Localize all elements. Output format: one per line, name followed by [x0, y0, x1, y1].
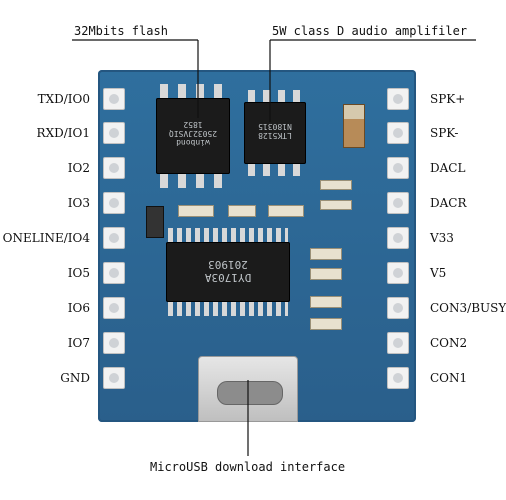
smd-resistor: [310, 296, 342, 308]
amp-pin: [248, 90, 255, 102]
flash-pin: [214, 84, 222, 98]
smd-resistor: [310, 318, 342, 330]
label-io6: IO6: [67, 301, 90, 315]
amplifier-chip: LTK5128 N180315: [244, 102, 306, 164]
flash-pin: [178, 174, 186, 188]
flash-pin: [160, 84, 168, 98]
label-io2: IO2: [67, 161, 90, 175]
amp-pin: [263, 164, 270, 176]
smd-resistor: [268, 205, 304, 217]
label-gnd: GND: [60, 371, 90, 385]
label-io3: IO3: [67, 196, 90, 210]
usb-port-opening: [217, 381, 283, 405]
pad-oneline-io4: [103, 227, 125, 249]
amp-pin: [293, 164, 300, 176]
label-spk-minus: SPK-: [430, 126, 459, 140]
pad-io7: [103, 332, 125, 354]
amp-pin: [278, 90, 285, 102]
flash-pin: [196, 84, 204, 98]
pad-v5: [387, 262, 409, 284]
label-oneline-io4: ONELINE/IO4: [2, 231, 90, 245]
flash-pin: [160, 174, 168, 188]
usb-annotation: MicroUSB download interface: [150, 460, 346, 474]
label-dacl: DACL: [430, 161, 466, 175]
pad-io6: [103, 297, 125, 319]
label-con1: CON1: [430, 371, 468, 385]
label-txd-io0: TXD/IO0: [37, 92, 90, 106]
flash-pin: [178, 84, 186, 98]
label-io5: IO5: [67, 266, 90, 280]
flash-chip: winbond 25032JVSIQ 1852: [156, 98, 230, 174]
label-v33: V33: [430, 231, 454, 245]
label-con3-busy: CON3/BUSY: [430, 301, 506, 315]
smd-resistor: [320, 180, 352, 190]
label-dacr: DACR: [430, 196, 467, 210]
amp-pin: [293, 90, 300, 102]
pad-v33: [387, 227, 409, 249]
mcu-pins-bottom: [168, 302, 288, 316]
label-rxd-io1: RXD/IO1: [36, 126, 90, 140]
smd-resistor: [320, 200, 352, 210]
pad-spk-minus: [387, 122, 409, 144]
smd-resistor: [228, 205, 256, 217]
pad-spk-plus: [387, 88, 409, 110]
pad-txd-io0: [103, 88, 125, 110]
pad-dacl: [387, 157, 409, 179]
smd-resistor: [178, 205, 214, 217]
pad-io2: [103, 157, 125, 179]
label-spk-plus: SPK+: [430, 92, 466, 106]
label-io7: IO7: [67, 336, 90, 350]
amp-pin: [263, 90, 270, 102]
pad-dacr: [387, 192, 409, 214]
pad-con3-busy: [387, 297, 409, 319]
pad-rxd-io1: [103, 122, 125, 144]
mcu-chip: DY1703A 201903: [166, 242, 290, 302]
amp-pin: [248, 164, 255, 176]
label-v5: V5: [430, 266, 447, 280]
label-con2: CON2: [430, 336, 468, 350]
pad-con1: [387, 367, 409, 389]
pad-io5: [103, 262, 125, 284]
pad-io3: [103, 192, 125, 214]
pad-gnd: [103, 367, 125, 389]
flash-annotation: 32Mbits flash: [74, 24, 168, 38]
amplifier-annotation: 5W class D audio amplifiler: [272, 24, 468, 38]
smd-resistor: [310, 248, 342, 260]
amp-pin: [278, 164, 285, 176]
pad-con2: [387, 332, 409, 354]
flash-pin: [196, 174, 204, 188]
transistor: [146, 206, 164, 238]
mcu-pins-top: [168, 228, 288, 242]
smd-resistor: [310, 268, 342, 280]
flash-pin: [214, 174, 222, 188]
electrolytic-capacitor: [343, 104, 365, 148]
